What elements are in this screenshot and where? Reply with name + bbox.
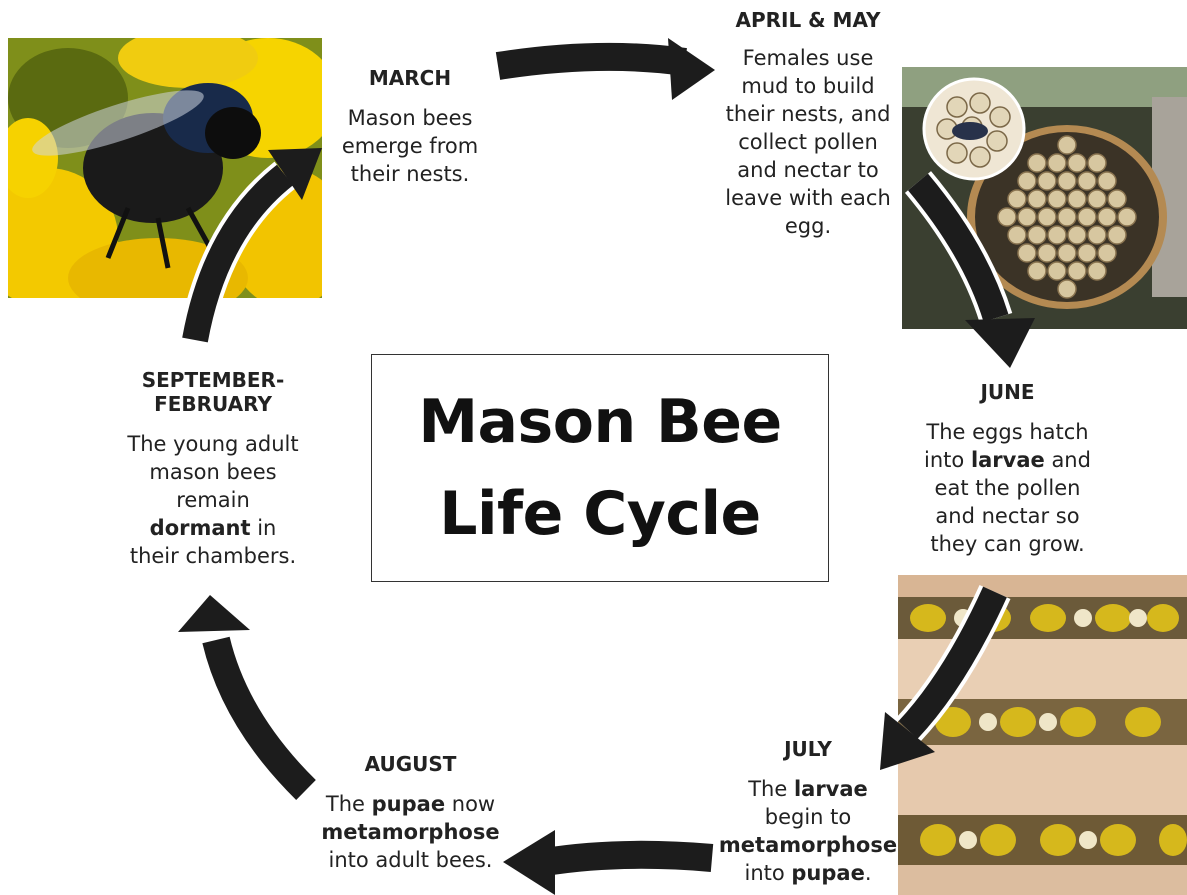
stage-april-may: APRIL & MAY Females use mud to build the… [720, 8, 896, 240]
stage-heading: AUGUST [318, 752, 503, 776]
text-line: mud to build [720, 72, 896, 100]
stage-march: MARCH Mason bees emerge from their nests… [330, 66, 490, 188]
text-line: their nests. [330, 160, 490, 188]
heading-line: FEBRUARY [118, 392, 308, 416]
text-line: metamorphose [318, 818, 503, 846]
text-line: egg. [720, 212, 896, 240]
text-line: and nectar to [720, 156, 896, 184]
text-line: eat the pollen [915, 474, 1100, 502]
text-line: mason bees [118, 458, 308, 486]
text-line: The larvae [718, 775, 898, 803]
text-line: they can grow. [915, 530, 1100, 558]
stage-description: The pupae now metamorphose into adult be… [318, 790, 503, 874]
stage-july: JULY The larvae begin to metamorphose in… [718, 737, 898, 887]
stage-description: The eggs hatch into larvae and eat the p… [915, 418, 1100, 558]
stage-heading: SEPTEMBER- FEBRUARY [118, 368, 308, 416]
diagram-title: Mason Bee Life Cycle [418, 376, 781, 560]
text-line: emerge from [330, 132, 490, 160]
stage-september-february: SEPTEMBER- FEBRUARY The young adult maso… [118, 368, 308, 570]
text-line: The eggs hatch [915, 418, 1100, 446]
arrow-august-to-september-icon [178, 595, 306, 790]
stage-heading: JULY [718, 737, 898, 761]
bee-photo [8, 38, 322, 298]
stage-description: Mason bees emerge from their nests. [330, 104, 490, 188]
text-line: begin to [718, 803, 898, 831]
stage-june: JUNE The eggs hatch into larvae and eat … [915, 380, 1100, 558]
stage-description: The young adult mason bees remain dorman… [118, 430, 308, 570]
text-line: remain [118, 486, 308, 514]
stage-august: AUGUST The pupae now metamorphose into a… [318, 752, 503, 874]
text-line: into adult bees. [318, 846, 503, 874]
title-line-1: Mason Bee [418, 376, 781, 468]
stage-heading: APRIL & MAY [720, 8, 896, 32]
text-line: their chambers. [118, 542, 308, 570]
text-line: Females use [720, 44, 896, 72]
title-line-2: Life Cycle [418, 468, 781, 560]
text-line: metamorphose [718, 831, 898, 859]
stage-description: Females use mud to build their nests, an… [720, 44, 896, 240]
text-line: and nectar so [915, 502, 1100, 530]
title-box: Mason Bee Life Cycle [371, 354, 829, 582]
larvae-photo [898, 575, 1187, 895]
arrow-july-to-august-icon [503, 830, 712, 895]
text-line: dormant in [118, 514, 308, 542]
text-line: The young adult [118, 430, 308, 458]
text-line: into pupae. [718, 859, 898, 887]
heading-line: SEPTEMBER- [118, 368, 308, 392]
text-line: their nests, and [720, 100, 896, 128]
arrow-march-to-april-icon [498, 38, 715, 100]
text-line: collect pollen [720, 128, 896, 156]
stage-heading: MARCH [330, 66, 490, 90]
stage-heading: JUNE [915, 380, 1100, 404]
text-line: The pupae now [318, 790, 503, 818]
stage-description: The larvae begin to metamorphose into pu… [718, 775, 898, 887]
text-line: leave with each [720, 184, 896, 212]
text-line: into larvae and [915, 446, 1100, 474]
text-line: Mason bees [330, 104, 490, 132]
nest-photo [902, 67, 1187, 329]
